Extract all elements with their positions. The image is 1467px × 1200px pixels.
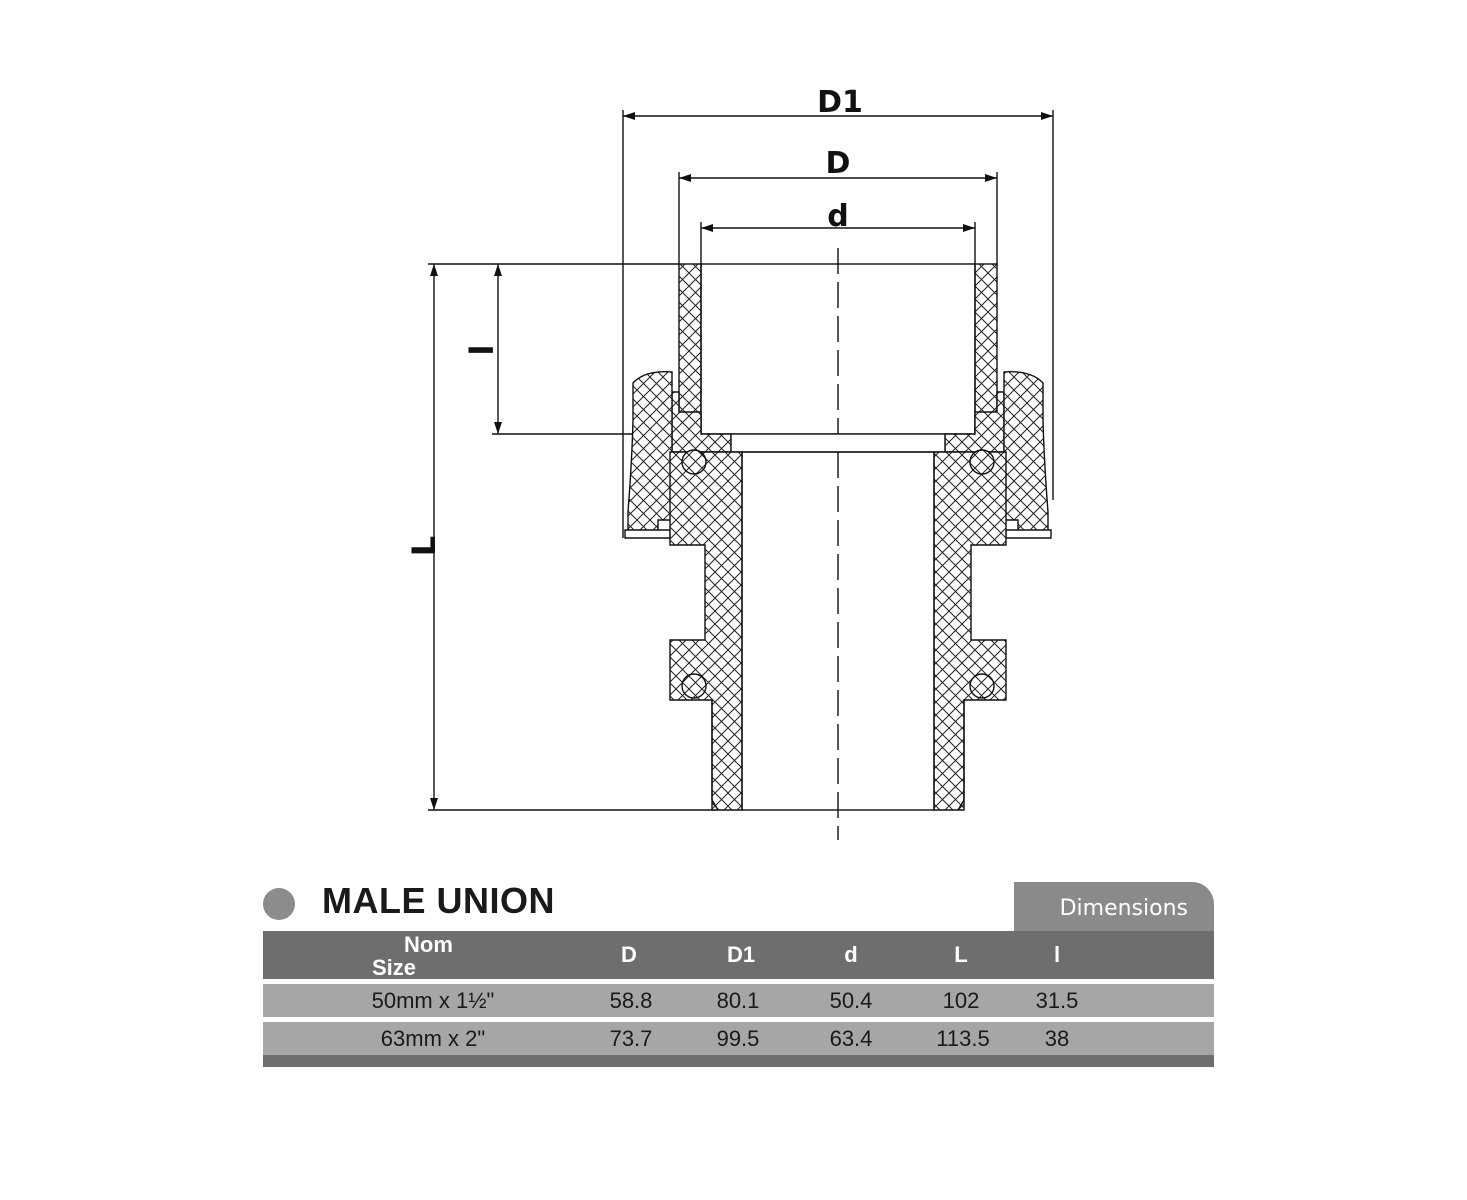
socket-wall-right [974,263,998,435]
row-value-d: 63.4 [829,1025,873,1051]
dim-label-D: D [826,146,851,181]
dimensions-table: Nom Size D D1 d L l 50mm x 1½" 58.8 80.1… [263,931,1214,1067]
o-ring-lower-right [969,673,995,699]
union-nut-left [627,371,673,535]
spigot-body-right [933,451,1007,811]
header-size: Size [372,955,417,980]
row-value-d: 50.4 [829,987,873,1013]
dim-label-l: l [463,345,501,356]
o-ring-upper-right [969,449,995,475]
row-value-L: 113.5 [936,1025,990,1051]
row-value-L: 102 [942,987,980,1013]
header-col-d: d [844,942,858,967]
dimensions-tab: Dimensions [1014,882,1214,932]
table-header-row: Nom Size D D1 d L l [263,931,1214,980]
extension-lines [428,110,1054,811]
face-gasket [730,433,946,453]
table-row: 50mm x 1½" 58.8 80.1 50.4 102 31.5 [263,984,1214,1017]
union-nut-right [1003,371,1049,535]
o-ring-upper-left [681,449,707,475]
socket-wall-left [678,263,702,435]
table-row: 63mm x 2" 73.7 99.5 63.4 113.5 38 [263,1022,1214,1055]
row-value-l: 31.5 [1035,987,1079,1013]
header-col-D1: D1 [726,942,756,967]
row-value-D1: 80.1 [716,987,760,1013]
row-value-D: 73.7 [609,1025,653,1051]
row-size: 63mm x 2" [380,1025,486,1051]
title-bullet [263,888,295,920]
row-value-D1: 99.5 [716,1025,760,1051]
o-ring-lower-left [681,673,707,699]
row-size: 50mm x 1½" [371,987,495,1013]
dim-label-L: L [405,536,443,556]
male-union-section-drawing: D1 D d L l [405,85,1054,840]
dim-label-d: d [827,199,848,234]
dimension-lines [430,112,1053,810]
dimensions-tab-label: Dimensions [1059,896,1188,921]
header-col-l: l [1053,942,1061,967]
row-value-D: 58.8 [609,987,653,1013]
spigot-bore [741,451,935,811]
header-col-L: L [954,942,968,967]
header-nom-size: Nom Size [263,931,593,980]
o-rings [681,449,995,699]
fitting-body [624,263,1052,811]
table-footer-band [263,1055,1214,1067]
product-title: MALE UNION [322,880,555,921]
header-col-D: D [621,942,637,967]
row-value-l: 38 [1044,1025,1070,1051]
spigot-body-left [669,451,743,811]
dim-label-D1: D1 [817,85,863,120]
header-nom: Nom [404,932,453,957]
